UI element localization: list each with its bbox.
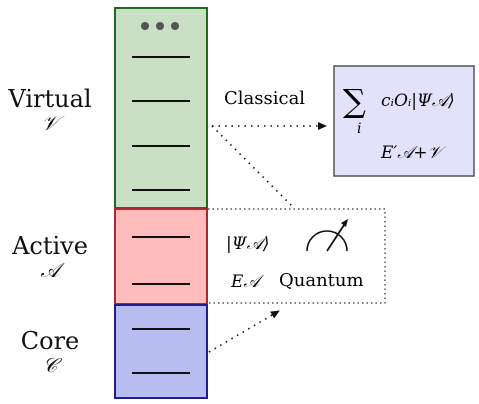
active-name: Active: [12, 232, 88, 260]
virtual-dot-3: [171, 22, 179, 30]
virtual-to-quantum-connector: [211, 125, 294, 208]
core-block: [114, 304, 208, 399]
classical-energy: E′𝒜+𝒱: [380, 143, 448, 163]
virtual-symbol: 𝒱: [41, 111, 59, 135]
classical-box: [333, 65, 475, 177]
active-block: [114, 208, 208, 305]
measurement-meter-icon: [306, 219, 348, 252]
core-to-quantum-arrow: [208, 310, 280, 353]
core-name: Core: [20, 327, 80, 355]
core-symbol: 𝒞: [42, 353, 58, 377]
sum-symbol: ∑: [343, 82, 366, 120]
sum-index: i: [357, 121, 361, 137]
core-label: Core 𝒞: [2, 328, 98, 376]
virtual-dot-1: [141, 22, 149, 30]
virtual-name: Virtual: [8, 85, 92, 113]
virtual-dot-2: [156, 22, 164, 30]
quantum-state: |Ψ𝒜⟩: [226, 234, 269, 254]
virtual-block: [114, 7, 208, 209]
quantum-label: Quantum: [279, 270, 364, 291]
active-symbol: 𝒜: [40, 258, 60, 282]
quantum-energy: E𝒜: [230, 272, 264, 292]
classical-expansion-term: cᵢOᵢ|Ψ𝒜⟩: [381, 91, 455, 111]
virtual-label: Virtual 𝒱: [2, 86, 98, 134]
classical-label: Classical: [224, 88, 305, 109]
active-label: Active 𝒜: [2, 233, 98, 281]
